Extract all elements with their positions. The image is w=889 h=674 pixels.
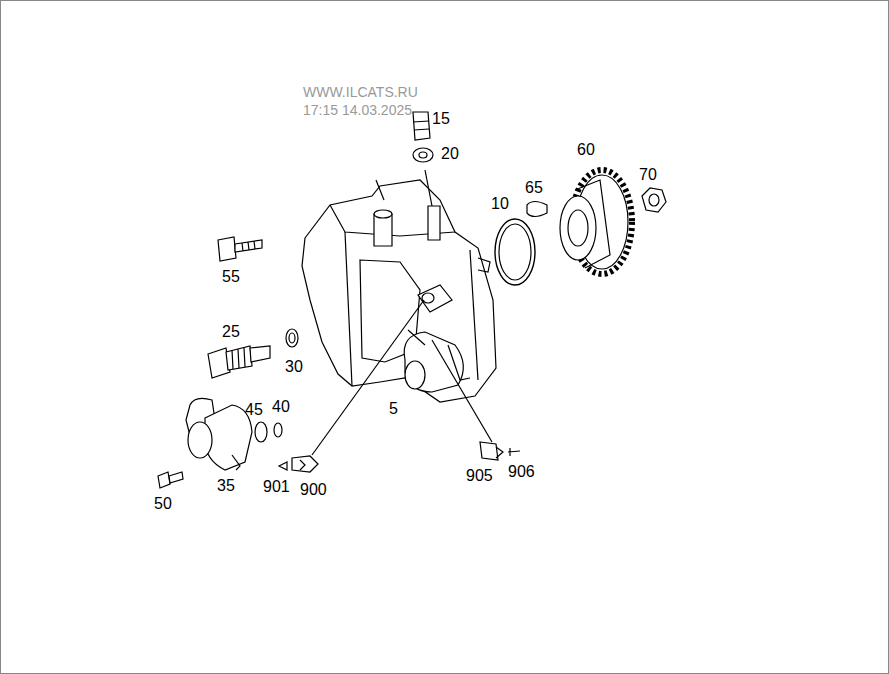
callout-number: 65 xyxy=(525,179,543,197)
callout-number: 30 xyxy=(285,358,303,376)
callout-number: 5 xyxy=(389,400,398,418)
callout-number: 25 xyxy=(222,323,240,341)
callout-number: 55 xyxy=(222,268,240,286)
callout-number: 70 xyxy=(639,166,657,184)
callout-number: 45 xyxy=(245,401,263,419)
callout-number: 906 xyxy=(508,463,535,481)
callout-number: 20 xyxy=(441,145,459,163)
callout-number: 15 xyxy=(432,110,450,128)
callout-number: 10 xyxy=(491,195,509,213)
callout-number: 900 xyxy=(300,481,327,499)
watermark: 17:15 14.03.2025 xyxy=(303,102,412,118)
callout-number: 50 xyxy=(154,495,172,513)
watermark: WWW.ILCATS.RU xyxy=(303,84,418,100)
callout-number: 40 xyxy=(272,398,290,416)
callout-number: 905 xyxy=(466,467,493,485)
callout-number: 901 xyxy=(263,478,290,496)
callout-number: 60 xyxy=(577,141,595,159)
callout-number: 35 xyxy=(217,477,235,495)
